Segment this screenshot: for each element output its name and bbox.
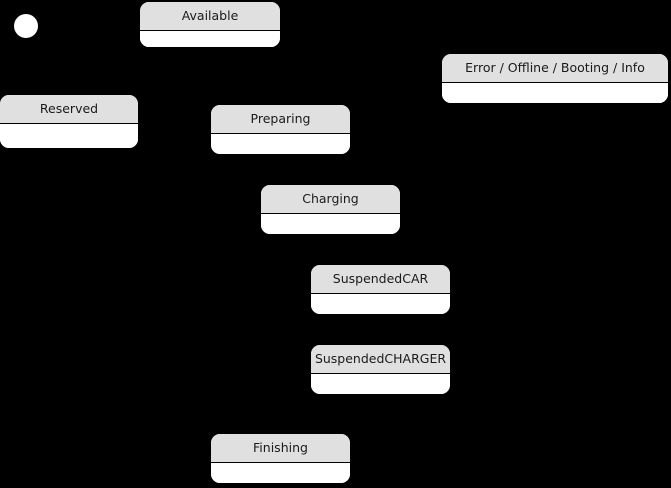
state-node-body [0, 123, 138, 148]
state-node-body [211, 133, 350, 154]
state-node-title: Finishing [211, 434, 350, 463]
state-node-title: Preparing [211, 105, 350, 134]
state-node-body [140, 30, 280, 47]
state-node-suspendedcharger[interactable]: SuspendedCHARGER [311, 345, 450, 394]
state-node-finishing[interactable]: Finishing [211, 434, 350, 483]
state-node-available[interactable]: Available [140, 2, 280, 47]
state-node-reserved[interactable]: Reserved [0, 95, 138, 148]
state-node-title: Reserved [0, 95, 138, 124]
state-node-title: Error / Offline / Booting / Info [442, 54, 668, 83]
initial-state-node[interactable] [14, 14, 38, 38]
state-node-title: Charging [261, 185, 400, 214]
state-node-title: Available [140, 2, 280, 31]
state-node-body [211, 462, 350, 483]
state-node-body [311, 293, 450, 314]
state-node-preparing[interactable]: Preparing [211, 105, 350, 154]
state-node-body [311, 373, 450, 394]
state-node-body [261, 213, 400, 234]
state-node-title: SuspendedCAR [311, 265, 450, 294]
state-node-title: SuspendedCHARGER [311, 345, 450, 374]
state-node-body [442, 82, 668, 103]
state-node-suspendedcar[interactable]: SuspendedCAR [311, 265, 450, 314]
state-node-error-offline[interactable]: Error / Offline / Booting / Info [442, 54, 668, 103]
state-node-charging[interactable]: Charging [261, 185, 400, 234]
